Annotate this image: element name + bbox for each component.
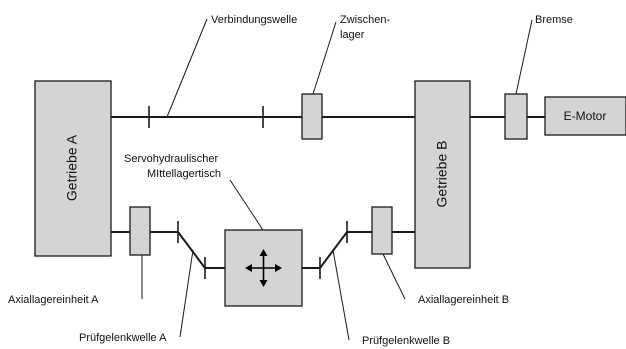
gearbox-a-box: [34, 80, 112, 257]
intermediate-bearing-label-line1: Zwischen-: [340, 14, 390, 26]
e-motor-label: E-Motor: [564, 109, 607, 123]
test-shaft-b-line: [302, 231, 415, 269]
connecting-shaft-leader: [166, 18, 208, 118]
servo-table-leader: [229, 179, 264, 231]
axial-unit-b-leader: [382, 253, 406, 300]
servo-table-label-line2: MIttellagertisch: [147, 168, 221, 180]
servo-table-label-line1: Servohydraulischer: [124, 153, 218, 165]
four-way-arrow-icon: [245, 249, 282, 287]
axial-unit-b-label: Axiallagereinheit B: [418, 294, 509, 306]
servo-table-box: [224, 229, 303, 307]
gearbox-a-label: Getriebe A: [64, 134, 80, 201]
brake-label: Bremse: [535, 14, 573, 26]
brake-leader: [515, 19, 533, 95]
test-shaft-b-leader: [332, 249, 350, 341]
test-shaft-a-label: Prüfgelenkwelle A: [79, 332, 167, 344]
connecting-shaft-label: Verbindungswelle: [211, 14, 297, 26]
axial-unit-a-label: Axiallagereinheit A: [8, 294, 99, 306]
test-shaft-b-label: Prüfgelenkwelle B: [362, 335, 450, 347]
e-motor-box: [544, 96, 626, 136]
intermediate-bearing-box: [301, 93, 323, 140]
intermediate-bearing-label-line2: lager: [340, 29, 365, 41]
gearbox-b-box: [414, 80, 471, 269]
brake-box: [504, 93, 528, 140]
intermediate-bearing-leader: [312, 21, 337, 95]
axial-unit-a-box: [129, 206, 151, 256]
gearbox-b-label: Getriebe B: [434, 141, 450, 208]
test-shaft-a-leader: [179, 249, 194, 338]
test-shaft-a-line: [111, 231, 225, 269]
axial-unit-b-box: [371, 206, 393, 255]
